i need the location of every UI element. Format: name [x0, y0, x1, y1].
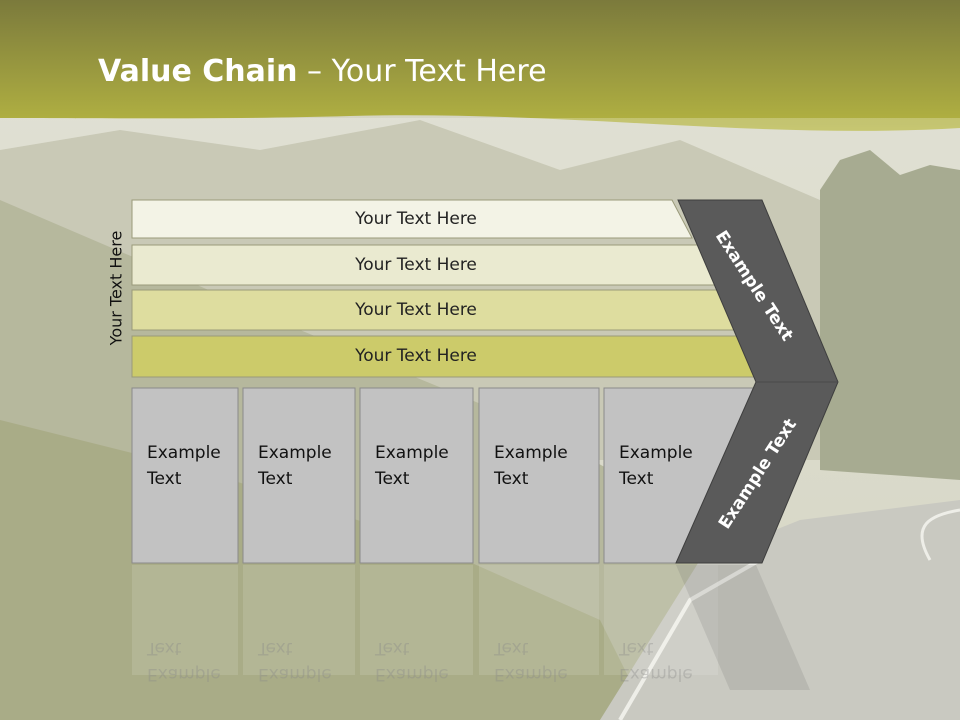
box-2: [242, 387, 356, 564]
title-bold: Value Chain: [98, 54, 298, 89]
box-reflection: [132, 565, 238, 675]
box-1: [131, 387, 239, 564]
page-title: Value Chain – Your Text Here: [98, 54, 547, 89]
title-rest: – Your Text Here: [297, 54, 547, 89]
box-4: [478, 387, 600, 564]
bar-label-1: Your Text Here: [355, 209, 477, 229]
bar-label-2: Your Text Here: [355, 255, 477, 275]
box-3: [359, 387, 474, 564]
bar-label-4: Your Text Here: [355, 346, 477, 366]
box-reflection: [243, 565, 355, 675]
box-reflection: [479, 565, 599, 675]
box-reflection: [360, 565, 473, 675]
chevron-reflection: [676, 565, 810, 690]
box-reflection: [604, 565, 718, 675]
bar-1: [131, 199, 693, 239]
bar-label-3: Your Text Here: [355, 300, 477, 320]
